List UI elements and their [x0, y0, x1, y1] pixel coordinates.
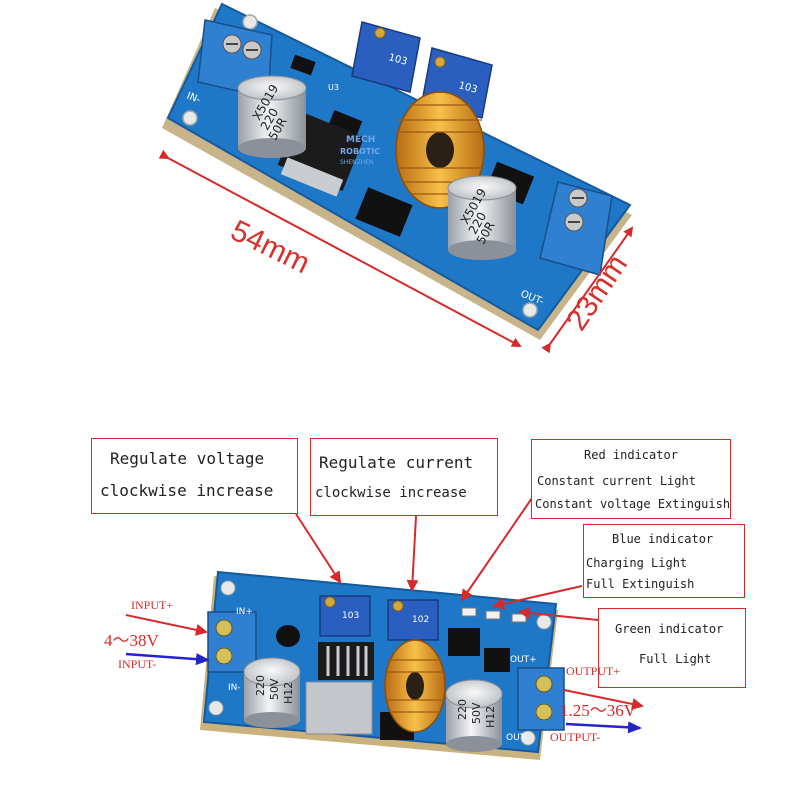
bottom-chip [484, 648, 510, 672]
red-indicator-line2: Constant voltage Extinguish [535, 497, 731, 511]
current-callout-line1: Regulate current [319, 453, 474, 472]
red-indicator-line1: Constant current Light [537, 474, 696, 488]
top-pot-2-label: 103 [457, 80, 478, 96]
input-plus-arrow [125, 614, 208, 636]
top-pot-1-label: 103 [387, 52, 408, 68]
bottom-mount-hole [520, 730, 536, 746]
blue-indicator-line2: Full Extinguish [586, 577, 695, 591]
blue-indicator-arrow [492, 585, 583, 610]
svg-text:103: 103 [342, 611, 359, 621]
current-callout-arrow [406, 515, 419, 592]
green-led [511, 613, 527, 623]
output-range-label: 1.25～36V [560, 701, 637, 720]
output-minus-arrow [565, 721, 642, 734]
svg-text:50V: 50V [268, 678, 281, 700]
blue-led [485, 610, 501, 620]
top-chip [290, 54, 316, 76]
top-cap-right: X5019 220 50R [447, 175, 517, 260]
top-chip [327, 110, 363, 138]
bottom-regulator-pins [326, 646, 368, 676]
svg-text:102: 102 [412, 615, 429, 625]
green-indicator-line1: Full Light [639, 652, 712, 666]
current-callout: Regulate current clockwise increase [310, 438, 498, 516]
bottom-inductor [384, 639, 446, 733]
svg-text:220: 220 [456, 699, 469, 720]
blue-indicator-line1: Charging Light [586, 556, 688, 570]
output-minus-label: OUTPUT- [550, 730, 601, 744]
svg-text:MECH: MECH [346, 135, 375, 145]
input-range-label: 4～38V [104, 631, 159, 650]
top-board: 103 103 MECH ROBOTIC SHENZHEN [162, 2, 632, 340]
input-minus-arrow [125, 652, 210, 666]
bottom-label-in-minus: IN- [228, 683, 241, 693]
voltage-callout: Regulate voltage clockwise increase [91, 438, 298, 514]
length-dimension-arrow [158, 149, 522, 347]
svg-text:50V: 50V [470, 702, 483, 724]
top-cap-left: X5019 220 50R [237, 75, 307, 158]
bottom-heatsink-tab [305, 681, 373, 735]
input-plus-label: INPUT+ [131, 598, 174, 612]
svg-text:H12: H12 [484, 706, 497, 728]
bottom-board: 103 102 [200, 570, 565, 760]
top-mount-hole [522, 302, 538, 318]
svg-text:H12: H12 [282, 682, 295, 704]
top-label-u3: U3 [328, 83, 339, 92]
red-led [461, 607, 477, 617]
voltage-callout-line2: clockwise increase [100, 481, 274, 500]
red-indicator-arrow [460, 497, 533, 602]
current-callout-line2: clockwise increase [315, 485, 467, 501]
width-dimension-arrow [541, 226, 634, 354]
top-label-in: IN- [185, 91, 202, 107]
voltage-callout-line1: Regulate voltage [110, 449, 265, 468]
bottom-mount-hole [536, 614, 552, 630]
bottom-chip [448, 628, 480, 656]
green-indicator-callout: Green indicator Full Light [598, 608, 746, 688]
green-indicator-title: Green indicator [615, 622, 724, 636]
bottom-label-in: IN+ [236, 607, 253, 617]
bottom-transistor [276, 625, 300, 647]
svg-text:220: 220 [254, 675, 267, 696]
bottom-terminal-output [517, 667, 565, 731]
bottom-terminal-input [207, 611, 257, 673]
svg-text:SHENZHEN: SHENZHEN [340, 159, 374, 166]
blue-indicator-title: Blue indicator [612, 532, 714, 546]
blue-indicator-callout: Blue indicator Charging Light Full Extin… [583, 524, 745, 598]
red-indicator-callout: Red indicator Constant current Light Con… [531, 439, 731, 519]
output-plus-arrow [563, 689, 644, 710]
bottom-cap-right: 220 50V H12 [445, 679, 503, 752]
red-indicator-title: Red indicator [584, 448, 678, 462]
top-mount-hole [242, 14, 258, 30]
bottom-pot-1: 103 [319, 595, 371, 637]
bottom-mount-hole [220, 580, 236, 596]
svg-text:ROBOTIC: ROBOTIC [340, 147, 380, 156]
top-pot-1: 103 [351, 21, 421, 93]
bottom-label-out-minus: OUT- [506, 733, 528, 743]
top-mount-hole [182, 110, 198, 126]
bottom-label-out: OUT+ [510, 655, 537, 665]
bottom-pot-2: 102 [387, 599, 439, 641]
input-minus-label: INPUT- [118, 657, 157, 671]
bottom-cap-left: 220 50V H12 [243, 657, 301, 728]
voltage-callout-arrow [295, 513, 342, 584]
green-indicator-arrow [518, 607, 599, 621]
output-plus-label: OUTPUT+ [566, 664, 621, 678]
bottom-mount-hole [208, 700, 224, 716]
